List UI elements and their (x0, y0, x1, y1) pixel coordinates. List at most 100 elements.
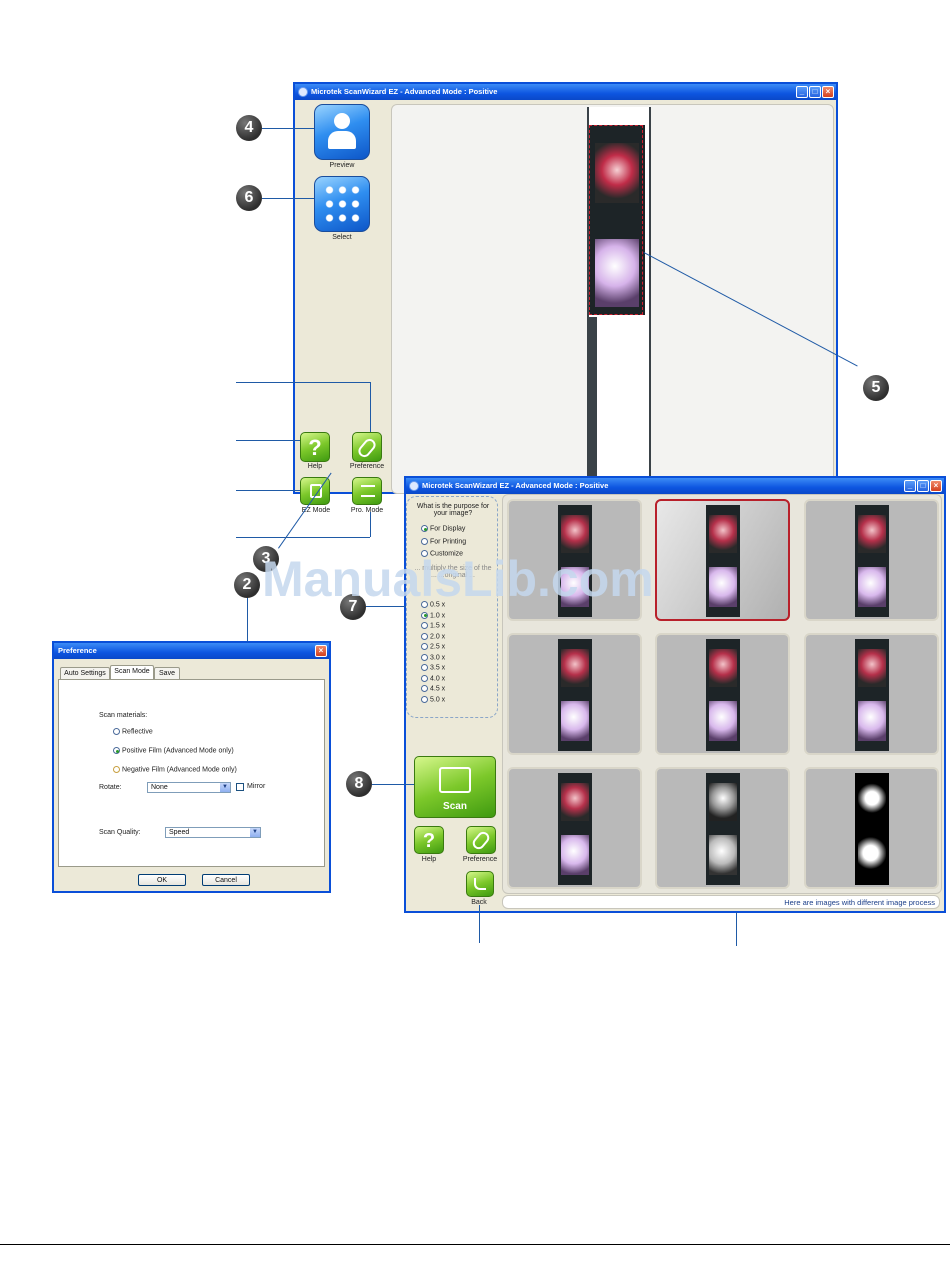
preview-button[interactable] (314, 104, 370, 160)
select-label: Select (332, 234, 352, 241)
film-frame-image (708, 567, 737, 607)
purpose-question: What is the purpose for your image? (416, 503, 490, 517)
scale-option-3-5[interactable]: 3.5 x (421, 664, 445, 671)
callout-3: 3 (253, 546, 279, 572)
ref-line-1 (236, 382, 370, 383)
process-thumbnail-7[interactable] (507, 767, 642, 889)
scale-option-1-5[interactable]: 1.5 x (421, 622, 445, 629)
minimize-icon[interactable]: _ (796, 86, 808, 98)
radio-icon (421, 674, 428, 682)
tab-auto-settings[interactable]: Auto Settings (60, 667, 110, 679)
material-reflective[interactable]: Reflective (113, 728, 153, 735)
tab-content: Scan materials: Reflective Positive Film… (58, 679, 325, 867)
scale-option-4-0[interactable]: 4.0 x (421, 674, 445, 682)
process-thumbnail-5[interactable] (655, 633, 790, 755)
process-thumbnail-8-grayscale[interactable] (655, 767, 790, 889)
quality-select[interactable]: Speed▼ (165, 827, 261, 838)
scale-option-2-5[interactable]: 2.5 x (421, 643, 445, 650)
material-positive-film[interactable]: Positive Film (Advanced Mode only) (113, 747, 234, 754)
close-icon[interactable]: × (930, 480, 942, 492)
cancel-button[interactable]: Cancel (202, 874, 250, 886)
film-frame-image (560, 701, 589, 741)
purpose-option-display[interactable]: For Display (421, 525, 465, 532)
process-thumbnail-3[interactable] (804, 499, 939, 621)
close-icon[interactable]: × (822, 86, 834, 98)
radio-icon (113, 747, 120, 754)
rotate-label: Rotate: (99, 784, 122, 791)
radio-icon (421, 611, 428, 619)
preference-title: Preference (58, 646, 97, 655)
film-frame-image (857, 701, 886, 741)
process-thumbnail-9-bw[interactable] (804, 767, 939, 889)
person-icon (334, 113, 350, 129)
app-icon (409, 481, 419, 491)
callout-7-line (366, 606, 406, 607)
ok-button[interactable]: OK (138, 874, 186, 886)
preference-button[interactable] (466, 826, 496, 854)
film-frame-image (857, 649, 886, 687)
process-window: Microtek ScanWizard EZ - Advanced Mode :… (404, 476, 946, 913)
tab-scan-mode[interactable]: Scan Mode (110, 665, 154, 679)
purpose-option-customize[interactable]: Customize (421, 550, 463, 557)
film-frame-image (708, 515, 737, 553)
maximize-icon[interactable]: □ (809, 86, 821, 98)
status-bar: Here are images with different image pro… (502, 895, 940, 909)
tab-save[interactable]: Save (154, 667, 180, 679)
preference-label: Preference (349, 463, 385, 470)
help-label: Help (307, 463, 323, 470)
process-thumbnail-6[interactable] (804, 633, 939, 755)
callout-6-line (262, 198, 314, 199)
back-ref-line (479, 905, 480, 943)
close-icon[interactable]: × (315, 645, 327, 657)
rotate-select[interactable]: None▼ (147, 782, 231, 793)
ref-line-2 (236, 440, 300, 441)
process-thumbnail-1[interactable] (507, 499, 642, 621)
preference-button[interactable] (352, 432, 382, 462)
promode-icon (361, 485, 375, 497)
radio-icon (421, 525, 428, 532)
mirror-checkbox[interactable]: Mirror (236, 783, 265, 791)
film-frame-image (857, 783, 886, 821)
scan-button[interactable]: Scan (414, 756, 496, 818)
maximize-icon[interactable]: □ (917, 480, 929, 492)
ref-line-1v (370, 382, 371, 432)
process-window-title: Microtek ScanWizard EZ - Advanced Mode :… (422, 481, 609, 490)
film-frame-image (708, 701, 737, 741)
material-negative-film[interactable]: Negative Film (Advanced Mode only) (113, 766, 237, 773)
film-frame-image (708, 783, 737, 821)
scale-option-1-0[interactable]: 1.0 x (421, 611, 445, 619)
film-frame-image (560, 649, 589, 687)
people-grid-icon (323, 183, 363, 225)
scale-option-2-0[interactable]: 2.0 x (421, 632, 445, 640)
scale-option-0-5[interactable]: 0.5 x (421, 601, 445, 608)
minimize-icon[interactable]: _ (904, 480, 916, 492)
process-thumbnail-2-selected[interactable] (655, 499, 790, 621)
radio-icon (421, 550, 428, 557)
radio-icon (421, 643, 428, 650)
main-window-titlebar[interactable]: Microtek ScanWizard EZ - Advanced Mode :… (295, 84, 836, 100)
radio-icon (421, 695, 428, 703)
scale-option-3-0[interactable]: 3.0 x (421, 653, 445, 661)
film-frame-image (560, 783, 589, 821)
ref-line-4v (370, 512, 371, 537)
promode-button[interactable] (352, 477, 382, 505)
callout-4: 4 (236, 115, 262, 141)
help-button[interactable]: ? (300, 432, 330, 462)
purpose-option-printing[interactable]: For Printing (421, 538, 466, 545)
radio-icon (421, 685, 428, 692)
film-frame-image (857, 835, 886, 875)
radio-icon (113, 766, 120, 773)
callout-2: 2 (234, 572, 260, 598)
select-button[interactable] (314, 176, 370, 232)
back-button[interactable] (466, 871, 494, 897)
scale-option-4-5[interactable]: 4.5 x (421, 685, 445, 692)
scale-option-5-0[interactable]: 5.0 x (421, 695, 445, 703)
scan-frame-selection[interactable] (589, 125, 643, 315)
process-window-titlebar[interactable]: Microtek ScanWizard EZ - Advanced Mode :… (406, 478, 944, 494)
help-button[interactable]: ? (414, 826, 444, 854)
chevron-down-icon: ▼ (250, 828, 260, 837)
preference-titlebar[interactable]: Preference × (54, 643, 329, 659)
radio-icon (113, 728, 120, 735)
preview-area[interactable] (391, 104, 834, 497)
process-thumbnail-4[interactable] (507, 633, 642, 755)
